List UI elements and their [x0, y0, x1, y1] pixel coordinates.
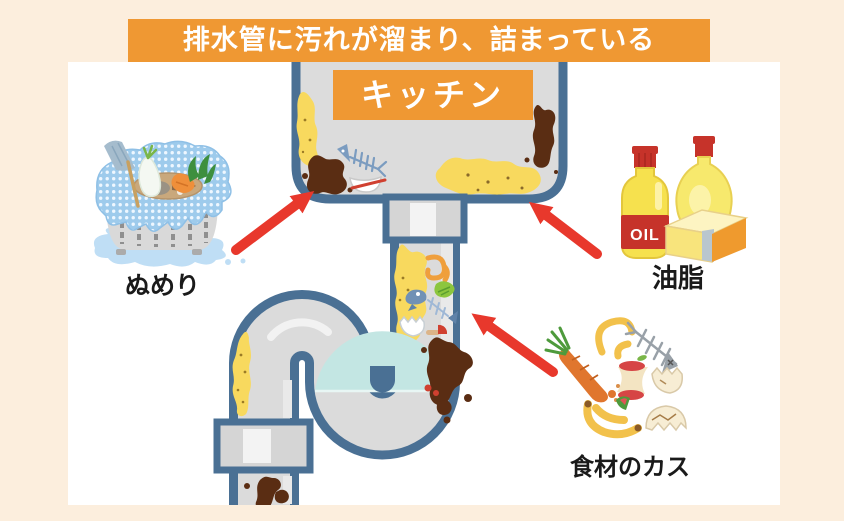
arrows: [231, 190, 602, 377]
watermelon-rind-icon: [616, 396, 630, 410]
fish-skeleton-scrap-icon: [624, 321, 678, 373]
grease-blob-sink-left: [296, 92, 319, 167]
arrow-numeri: [231, 190, 315, 255]
cause-label-numeri: ぬめり: [124, 272, 200, 300]
food-scraps-illustration: [544, 317, 687, 439]
orange-peel-icon: [425, 254, 450, 283]
banana-peel-icon: [583, 400, 642, 439]
oil-flask-icon: [675, 136, 733, 236]
grime-splat-pipe: [421, 337, 473, 424]
oil-bottles-butter-illustration: OIL: [621, 136, 749, 263]
kitchen-label: キッチン: [333, 70, 533, 120]
red-bits: [424, 384, 439, 396]
banana-curl-icon: [595, 317, 636, 360]
butter-icon: [663, 209, 749, 263]
fish-skeleton-icon: [337, 144, 388, 178]
grease-blob-sink-right: [435, 157, 541, 195]
fish-bones-icon: [427, 297, 449, 319]
carrot-scrap-icon: [544, 326, 620, 403]
daikon-icon: [138, 144, 162, 198]
eggshell-icon: [399, 315, 426, 337]
sink-grime: [296, 92, 558, 195]
fish-head-icon: [405, 289, 427, 311]
title-banner: 排水管に汚れが溜まり、詰まっている: [128, 19, 710, 62]
cause-label-yushi: 油脂: [651, 263, 704, 293]
trap-wall-tip: [370, 366, 395, 393]
grime-splat-sink-left: [306, 155, 347, 195]
pipe-left-coupling: [213, 418, 314, 474]
cause-label-scraps: 食材のカス: [570, 454, 690, 481]
arrow-yushi: [528, 201, 602, 259]
eggshell-scrap-icon: [645, 366, 687, 432]
arrow-scraps: [471, 313, 558, 377]
bowl-icon: [349, 175, 387, 193]
oil-bottle-label: OIL: [630, 227, 660, 244]
grease-blob-left-pipe: [232, 331, 251, 417]
mushroom-icon: [426, 324, 448, 335]
grime-splat-pipe-bottom: [244, 476, 289, 505]
grime-splat-sink-right: [532, 105, 556, 168]
fish-tail-icon: [104, 140, 140, 208]
oil-bottle-icon: OIL: [621, 146, 669, 259]
pipe-highlight: [267, 318, 332, 341]
sink-drain-coupling: [382, 193, 468, 244]
drain-strainer-illustration: [93, 140, 246, 267]
apple-core-icon: [617, 355, 648, 400]
greens-icon: [188, 154, 216, 184]
carrot-icon-strainer: [171, 173, 195, 193]
